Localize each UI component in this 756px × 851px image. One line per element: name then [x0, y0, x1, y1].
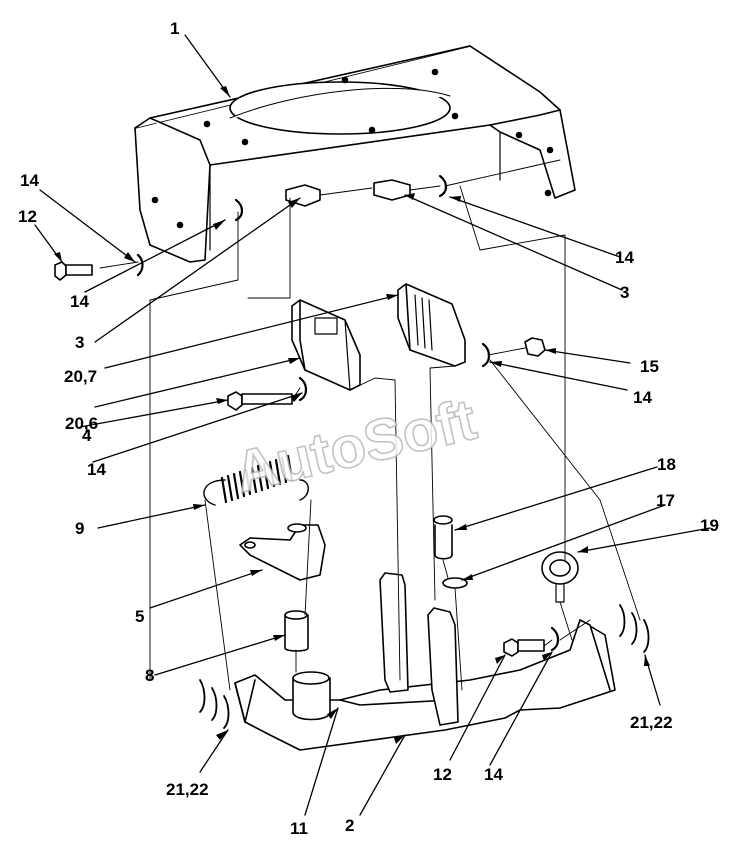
callout-21-22-right: 21,22: [630, 713, 673, 732]
leader-lines: [34, 34, 711, 816]
callout-4: 4: [82, 426, 92, 445]
callout-14-mid-left: 14: [70, 292, 89, 311]
washer-14-top-right: [438, 174, 448, 198]
pivot-post-11: [292, 671, 331, 721]
callout-14-mid-right: 14: [633, 388, 652, 407]
callout-14-lower-left: 14: [87, 460, 106, 479]
callout-17: 17: [656, 491, 675, 510]
callout-12-bottom: 12: [433, 765, 452, 784]
callout-1: 1: [170, 19, 179, 38]
callout-14-top-left: 14: [20, 171, 39, 190]
callout-21-22-left: 21,22: [166, 780, 209, 799]
callout-8: 8: [145, 666, 154, 685]
bolt-12-bottom: [503, 638, 545, 657]
lever-5: [239, 523, 326, 581]
callout-11: 11: [290, 819, 308, 838]
washer-14-left: [136, 253, 144, 277]
callout-20-6: 20,6: [65, 414, 98, 433]
spacer-3-right: [373, 179, 411, 201]
plate-20-6: [291, 299, 361, 391]
callout-labels: 1 14 12 14 3 20,7 20,6 4 14 9 5 8 21,22 …: [18, 19, 719, 838]
callout-19: 19: [700, 516, 719, 535]
shims-21-22-left: [199, 679, 230, 729]
spring-9: [203, 454, 309, 506]
callout-5: 5: [135, 607, 144, 626]
callout-14-top-right: 14: [615, 248, 634, 267]
bracket-post-left: [379, 572, 409, 693]
shims-21-22-right: [619, 604, 650, 653]
top-bracket: [134, 45, 576, 263]
callout-20-7: 20,7: [64, 367, 97, 386]
spacer-8: [284, 610, 309, 652]
alignment-lines: [99, 159, 641, 691]
callout-12-top-left: 12: [18, 207, 37, 226]
callout-15: 15: [640, 357, 659, 376]
callout-18: 18: [657, 455, 676, 474]
callout-14-bottom: 14: [484, 765, 503, 784]
bolt-12-left: [54, 261, 93, 281]
arrowheads: [54, 86, 650, 744]
washer-14-mid: [234, 198, 244, 222]
callout-3-right: 3: [620, 283, 629, 302]
plate-20-7: [397, 283, 466, 367]
callout-3-left: 3: [75, 333, 84, 352]
bracket-post-right: [427, 607, 459, 726]
callout-2: 2: [345, 816, 354, 835]
eyebolt-19: [541, 551, 579, 603]
washer-14-mid-left: [298, 376, 308, 402]
callout-9: 9: [75, 519, 84, 538]
washer-14-mid-right: [481, 342, 491, 368]
pin-18: [433, 515, 453, 560]
washer-14-bottom: [550, 626, 560, 652]
nut-15: [524, 337, 546, 357]
